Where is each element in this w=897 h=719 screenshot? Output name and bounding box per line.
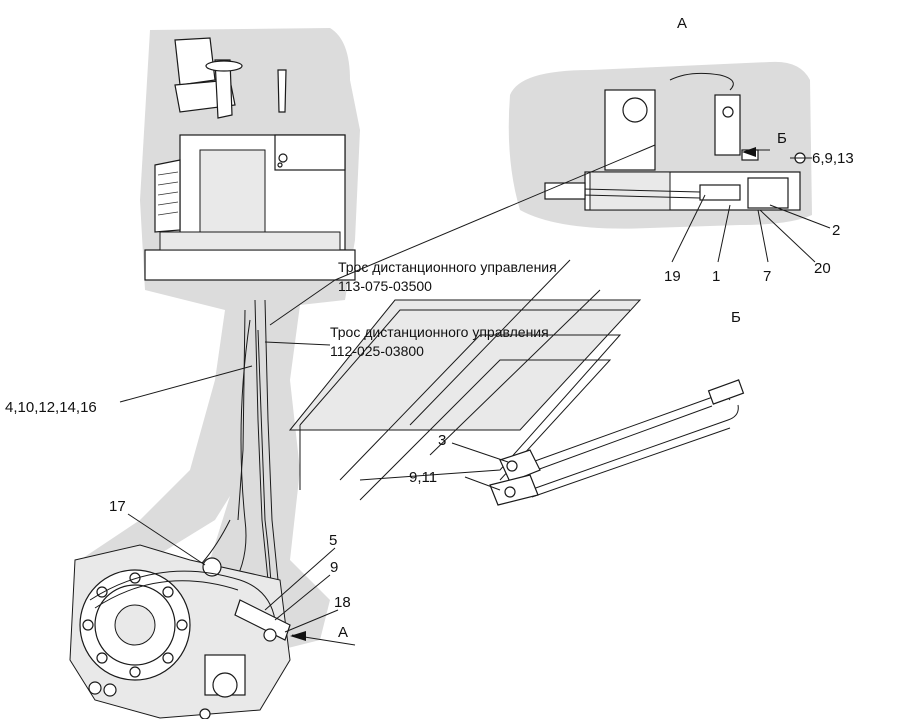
flange-bolts — [82, 572, 188, 678]
view-b-title: Б — [731, 309, 741, 326]
leader-lines — [119, 144, 831, 646]
callout-1: 1 — [712, 268, 720, 285]
callout-5: 5 — [329, 532, 337, 549]
view-b-detail — [489, 379, 745, 506]
decorative-chevrons — [288, 259, 642, 501]
frame-rails — [237, 299, 281, 601]
callout-2: 2 — [832, 222, 840, 239]
callout-4-10-12-14-16: 4,10,12,14,16 — [5, 399, 97, 416]
cable-clamp — [699, 184, 741, 201]
lever — [277, 69, 287, 113]
control-box — [199, 149, 266, 246]
cable-1-code: 113-075-03500 — [338, 278, 432, 294]
callout-18: 18 — [334, 594, 351, 611]
plug — [202, 557, 222, 577]
callout-9-11: 9,11 — [409, 469, 437, 486]
view-a-detail — [544, 72, 806, 211]
clamp-3 — [499, 449, 541, 483]
cable-2-code: 112-025-03800 — [330, 343, 424, 359]
callout-9: 9 — [330, 559, 338, 576]
cable-2-name: Трос дистанционного управления — [330, 324, 549, 340]
callout-7: 7 — [763, 268, 771, 285]
callout-6-9-13: 6,9,13 — [812, 150, 854, 167]
cable-end — [714, 94, 741, 156]
shift-lever — [234, 599, 291, 641]
steering-wheel — [205, 60, 243, 72]
seat — [174, 37, 216, 86]
arrow-b-label: Б — [777, 130, 787, 147]
callout-3: 3 — [438, 432, 446, 449]
knob — [278, 153, 288, 163]
arrow-b-head — [742, 147, 756, 157]
arrow-a-label: А — [338, 624, 348, 641]
flange-hub — [114, 604, 156, 646]
cab-floor — [144, 249, 356, 281]
upper-panel — [274, 134, 346, 171]
gearbox-assembly — [69, 544, 291, 719]
callout-19: 19 — [664, 268, 681, 285]
cable-1-name: Трос дистанционного управления — [338, 259, 557, 275]
steering-column — [214, 59, 233, 119]
view-a-title: А — [677, 15, 687, 32]
arrow-a-head — [290, 631, 306, 641]
callout-20: 20 — [814, 260, 831, 277]
cable-b-lower — [529, 404, 739, 491]
cab-interior — [144, 37, 356, 281]
callout-17: 17 — [109, 498, 126, 515]
cable-b-end — [707, 379, 745, 405]
block-2 — [747, 177, 789, 209]
